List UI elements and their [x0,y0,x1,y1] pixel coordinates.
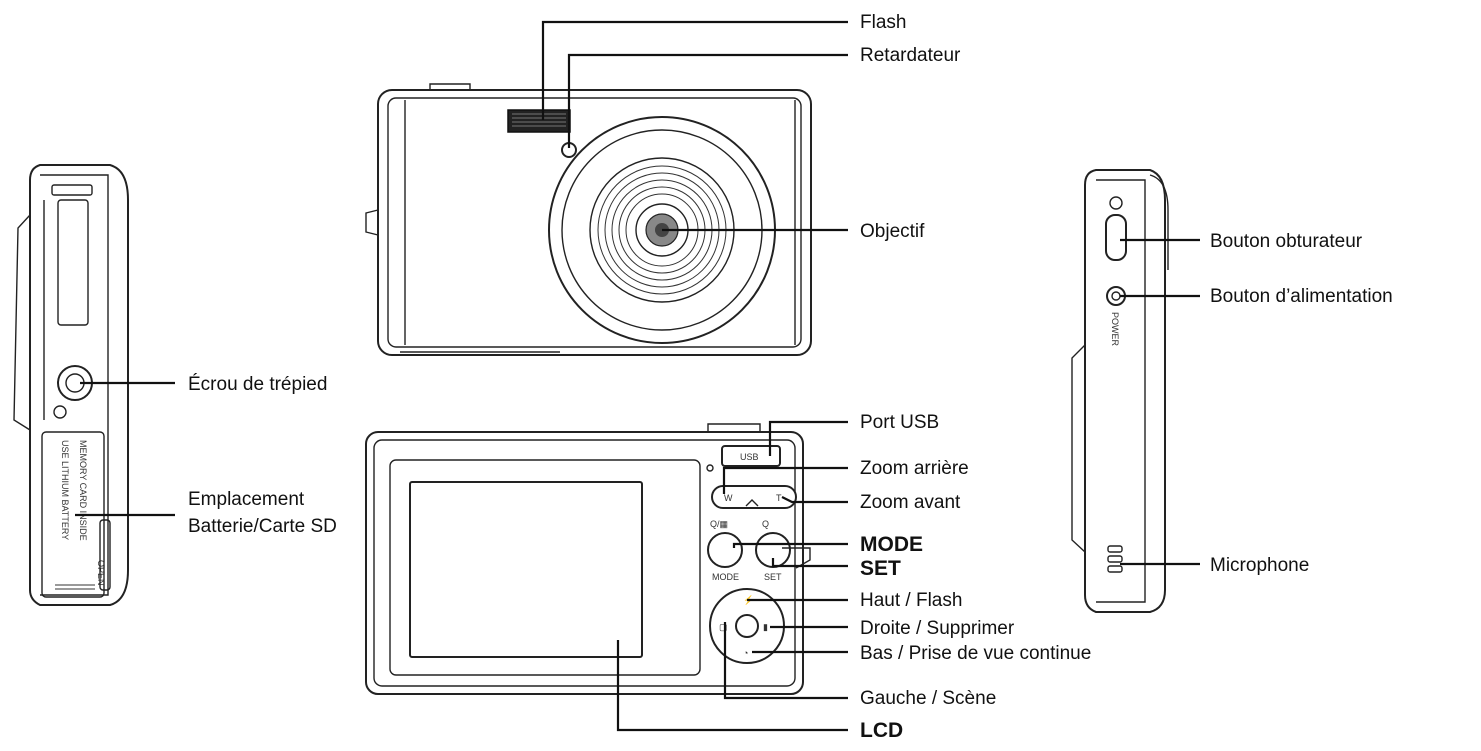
camera-back-view: USB W T Q/▦ Q MODE SET ⚡ ▮ ▢ ◔ [365,423,811,695]
flash-window [507,109,571,133]
label-mode: MODE [860,533,923,556]
burst-icon: ◔ [743,648,748,658]
label-bas-prise: Bas / Prise de vue continue [860,643,1091,664]
power-marking: POWER [1110,312,1120,347]
label-lcd: LCD [860,719,903,742]
magnify-icon: Q [762,519,769,529]
zoom-t-marking: T [776,493,782,503]
usb-marking: USB [740,452,759,462]
battery-marking: USE LITHIUM BATTERY [60,440,70,540]
microphone-holes [1107,545,1123,573]
mode-button[interactable] [707,532,743,568]
scene-icon: ▢ [719,622,728,632]
open-marking: OPEN [96,560,106,586]
mode-marking: MODE [712,572,739,582]
label-flash: Flash [860,12,906,33]
camera-front-view [365,83,812,356]
shutter-button[interactable] [1105,214,1127,261]
usb-port [721,445,781,467]
label-port-usb: Port USB [860,412,939,433]
label-gauche-scene: Gauche / Scène [860,688,996,709]
camera-right-side-view: POWER [1071,169,1169,613]
label-bouton-alimentation: Bouton d’alimentation [1210,286,1393,307]
playback-icon: Q/▦ [710,519,728,529]
camera-left-side-view: USE LITHIUM BATTERY MEMORY CARD INSIDE O… [13,164,129,606]
label-emplacement-2: Batterie/Carte SD [188,516,337,537]
zoom-rocker[interactable] [711,485,797,509]
label-set: SET [860,557,901,580]
lcd-screen [409,481,643,658]
label-haut-flash: Haut / Flash [860,590,962,611]
label-ecrou: Écrou de trépied [188,374,327,395]
labels: Flash Retardateur Objectif Écrou de trép… [188,12,1393,742]
label-retardateur: Retardateur [860,45,961,66]
memory-marking: MEMORY CARD INSIDE [78,440,88,541]
label-zoom-avant: Zoom avant [860,492,961,513]
delete-icon: ▮ [763,622,768,632]
label-droite-supprimer: Droite / Supprimer [860,618,1015,639]
callout-lines [75,20,1200,732]
label-microphone: Microphone [1210,555,1309,576]
label-bouton-obturateur: Bouton obturateur [1210,231,1363,252]
label-objectif: Objectif [860,221,925,242]
label-zoom-arriere: Zoom arrière [860,458,969,479]
zoom-w-marking: W [724,493,733,503]
label-emplacement-1: Emplacement [188,489,305,510]
set-marking: SET [764,572,782,582]
